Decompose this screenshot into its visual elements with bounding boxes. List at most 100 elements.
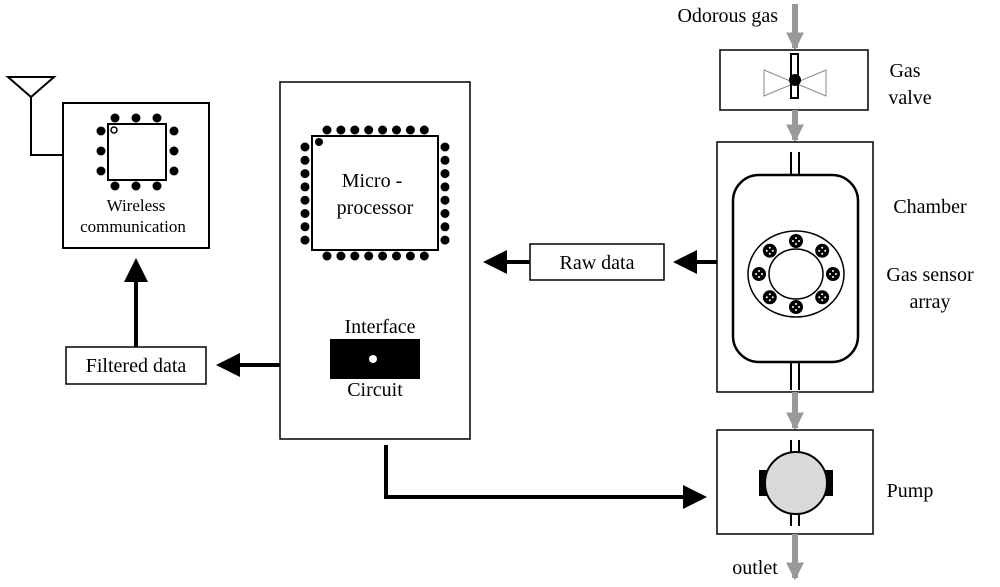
sensor-mesh bbox=[832, 276, 834, 278]
antenna-icon bbox=[5, 76, 63, 156]
sensor-mesh bbox=[771, 249, 774, 252]
pin bbox=[440, 142, 450, 152]
pin bbox=[131, 113, 141, 123]
sensor-mesh bbox=[758, 276, 760, 278]
sensor-mesh bbox=[821, 293, 824, 296]
sensor-mesh bbox=[765, 249, 768, 252]
sensor-mesh bbox=[755, 273, 757, 275]
pin bbox=[364, 251, 374, 261]
wireless-label-1: Wireless bbox=[107, 196, 166, 215]
pin bbox=[440, 222, 450, 232]
raw-data-label: Raw data bbox=[560, 252, 635, 274]
circuit-label: Circuit bbox=[347, 379, 403, 401]
pin bbox=[169, 126, 179, 136]
pin bbox=[300, 155, 310, 165]
wireless-label-2: communication bbox=[80, 217, 186, 236]
pin bbox=[405, 251, 415, 261]
gas-valve-label-1: Gas bbox=[889, 60, 920, 82]
pin bbox=[440, 195, 450, 205]
gas-valve bbox=[719, 49, 869, 111]
sensor-mesh bbox=[835, 273, 837, 275]
pin bbox=[364, 125, 374, 135]
sensor-mesh bbox=[824, 249, 827, 252]
pin bbox=[336, 125, 346, 135]
pin bbox=[440, 182, 450, 192]
pump-icon bbox=[764, 451, 828, 515]
microprocessor-board: Micro - processor Interface Circuit bbox=[279, 81, 471, 440]
arrow-to-pump bbox=[384, 445, 707, 509]
sensor-mesh bbox=[818, 249, 821, 252]
sensor-mesh bbox=[829, 273, 831, 275]
pin bbox=[419, 251, 429, 261]
sensor-mesh bbox=[832, 270, 834, 272]
sensor-mesh bbox=[792, 240, 794, 242]
sensor-mesh bbox=[792, 306, 794, 308]
pin bbox=[350, 125, 360, 135]
pin bbox=[378, 251, 388, 261]
sensor-mesh bbox=[758, 270, 760, 272]
pump bbox=[716, 429, 874, 535]
sensor-mesh bbox=[768, 299, 771, 302]
wireless-module: Wireless communication bbox=[62, 102, 210, 249]
sensor-mesh bbox=[795, 309, 797, 311]
chamber bbox=[716, 141, 874, 393]
sensor-mesh bbox=[795, 303, 797, 305]
pin bbox=[110, 113, 120, 123]
sensor-mesh bbox=[765, 296, 768, 299]
pin bbox=[96, 126, 106, 136]
gas-sensor bbox=[826, 267, 840, 281]
raw-data-box: Raw data bbox=[529, 243, 665, 281]
sensor-mesh bbox=[768, 246, 771, 249]
sensor-mesh bbox=[798, 306, 800, 308]
gas-sensor bbox=[762, 243, 777, 258]
sensor-mesh bbox=[795, 243, 797, 245]
gas-sensor bbox=[789, 234, 803, 248]
sensor-mesh bbox=[818, 296, 821, 299]
gas-sensor bbox=[815, 290, 830, 305]
pin bbox=[405, 125, 415, 135]
sensor-mesh bbox=[821, 246, 824, 249]
sensor-mesh bbox=[798, 240, 800, 242]
gas-sensor bbox=[762, 290, 777, 305]
pin bbox=[300, 169, 310, 179]
pin bbox=[300, 142, 310, 152]
pin bbox=[300, 235, 310, 245]
pin bbox=[169, 166, 179, 176]
pin bbox=[392, 125, 401, 135]
filtered-data-box: Filtered data bbox=[65, 346, 207, 385]
odorous-gas-label: Odorous gas bbox=[677, 5, 778, 27]
pin bbox=[300, 182, 310, 192]
pin bbox=[440, 235, 450, 245]
pin bbox=[152, 113, 162, 123]
sensor-mesh bbox=[795, 237, 797, 239]
pin bbox=[440, 155, 450, 165]
pin bbox=[300, 209, 310, 218]
sensor-mesh bbox=[771, 296, 774, 299]
sensor-mesh bbox=[824, 296, 827, 299]
micro-label-1: Micro - bbox=[342, 170, 403, 192]
sensor-mesh bbox=[761, 273, 763, 275]
sensor-mesh bbox=[768, 252, 771, 255]
pin bbox=[96, 166, 106, 176]
pin bbox=[131, 181, 141, 191]
pin bbox=[300, 195, 310, 205]
outlet-label: outlet bbox=[732, 557, 778, 579]
pin bbox=[96, 146, 106, 156]
pin bbox=[440, 169, 450, 179]
gas-sensor bbox=[815, 243, 830, 258]
pin bbox=[300, 222, 310, 232]
sensor-label-2: array bbox=[909, 291, 950, 313]
gas-sensor bbox=[752, 267, 766, 281]
wireless-chip-icon bbox=[96, 113, 179, 191]
sensor-mesh bbox=[768, 293, 771, 296]
pin bbox=[440, 209, 450, 218]
sensor-mesh bbox=[821, 252, 824, 255]
pin bbox=[152, 181, 162, 191]
gas-valve-label-2: valve bbox=[888, 87, 931, 109]
chamber-label: Chamber bbox=[893, 196, 967, 218]
filtered-data-label: Filtered data bbox=[86, 355, 187, 377]
sensor-label-1: Gas sensor bbox=[886, 264, 974, 286]
gas-sensor bbox=[789, 300, 803, 314]
microprocessor-chip-icon bbox=[300, 125, 450, 261]
pin bbox=[336, 251, 346, 261]
